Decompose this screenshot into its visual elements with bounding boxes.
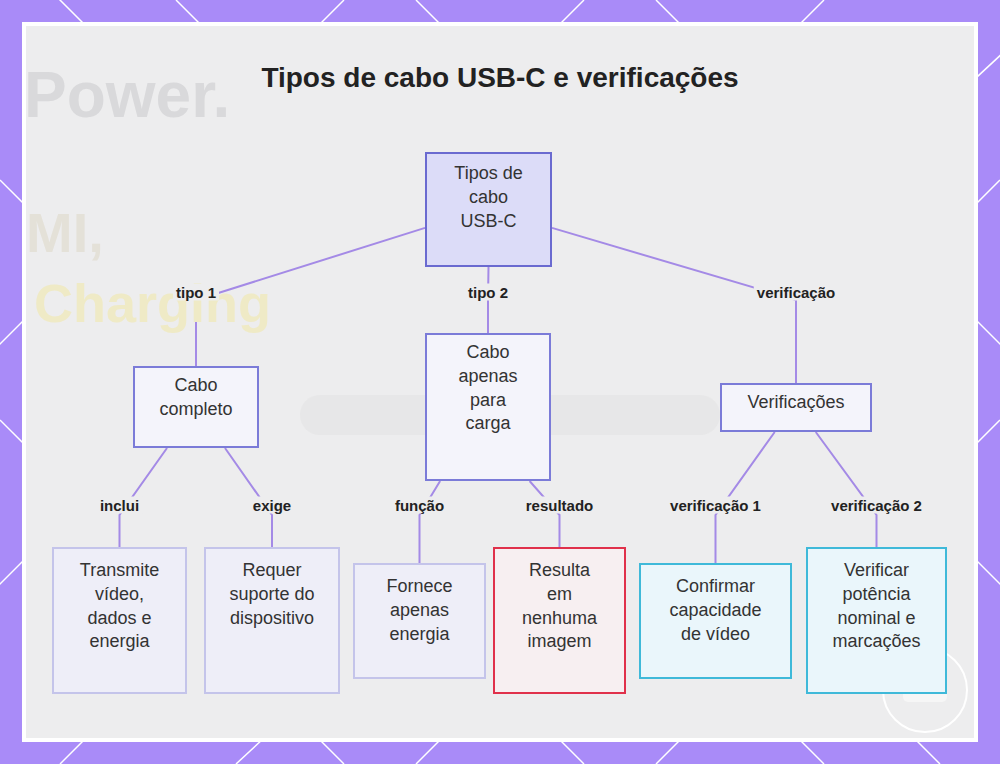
connector-label: exige: [250, 497, 294, 514]
connector-line: [816, 432, 877, 547]
watermark-text: MI,: [26, 200, 104, 265]
detail-box: Confirmar capacidade de vídeo: [639, 563, 792, 679]
root-box: Tipos de cabo USB-C: [425, 152, 552, 267]
node-text: Tipos de cabo USB-C: [445, 162, 532, 233]
connector-label: resultado: [523, 497, 597, 514]
watermark-text: Power.: [24, 58, 230, 132]
connector-label: tipo 1: [173, 284, 219, 301]
connector-line: [552, 228, 796, 383]
node-text: Verificar potência nominal e marcações: [818, 559, 935, 654]
node-text: Fornece apenas energia: [367, 575, 472, 646]
detail-box: Transmite vídeo, dados e energia: [52, 547, 187, 694]
connector-label: verificação: [754, 284, 838, 301]
connector-label: verificação 2: [828, 497, 925, 514]
node-text: Transmite vídeo, dados e energia: [72, 559, 167, 654]
node-text: Resulta em nenhuma imagem: [517, 559, 602, 654]
category-box: Cabo completo: [133, 366, 259, 448]
category-box: Verificações: [720, 383, 872, 432]
connector-label: verificação 1: [667, 497, 764, 514]
detail-box: Fornece apenas energia: [353, 563, 486, 679]
panel-border: [22, 22, 978, 742]
panel: [26, 26, 974, 738]
connector-label: função: [392, 497, 447, 514]
node-text: Requer suporte do dispositivo: [218, 559, 326, 630]
connector-label: tipo 2: [465, 284, 511, 301]
node-text: Confirmar capacidade de vídeo: [661, 575, 770, 646]
detail-box: Resulta em nenhuma imagem: [493, 547, 626, 694]
connector-line: [530, 481, 560, 547]
connector-line: [420, 481, 441, 563]
category-box: Cabo apenas para carga: [425, 333, 551, 481]
node-text: Cabo apenas para carga: [449, 341, 527, 436]
node-text: Cabo completo: [145, 374, 247, 422]
detail-box: Requer suporte do dispositivo: [204, 547, 340, 694]
node-text: Verificações: [732, 391, 860, 415]
connector-label: inclui: [97, 497, 142, 514]
watermark-text: Charging: [34, 272, 271, 334]
detail-box: Verificar potência nominal e marcações: [806, 547, 947, 694]
